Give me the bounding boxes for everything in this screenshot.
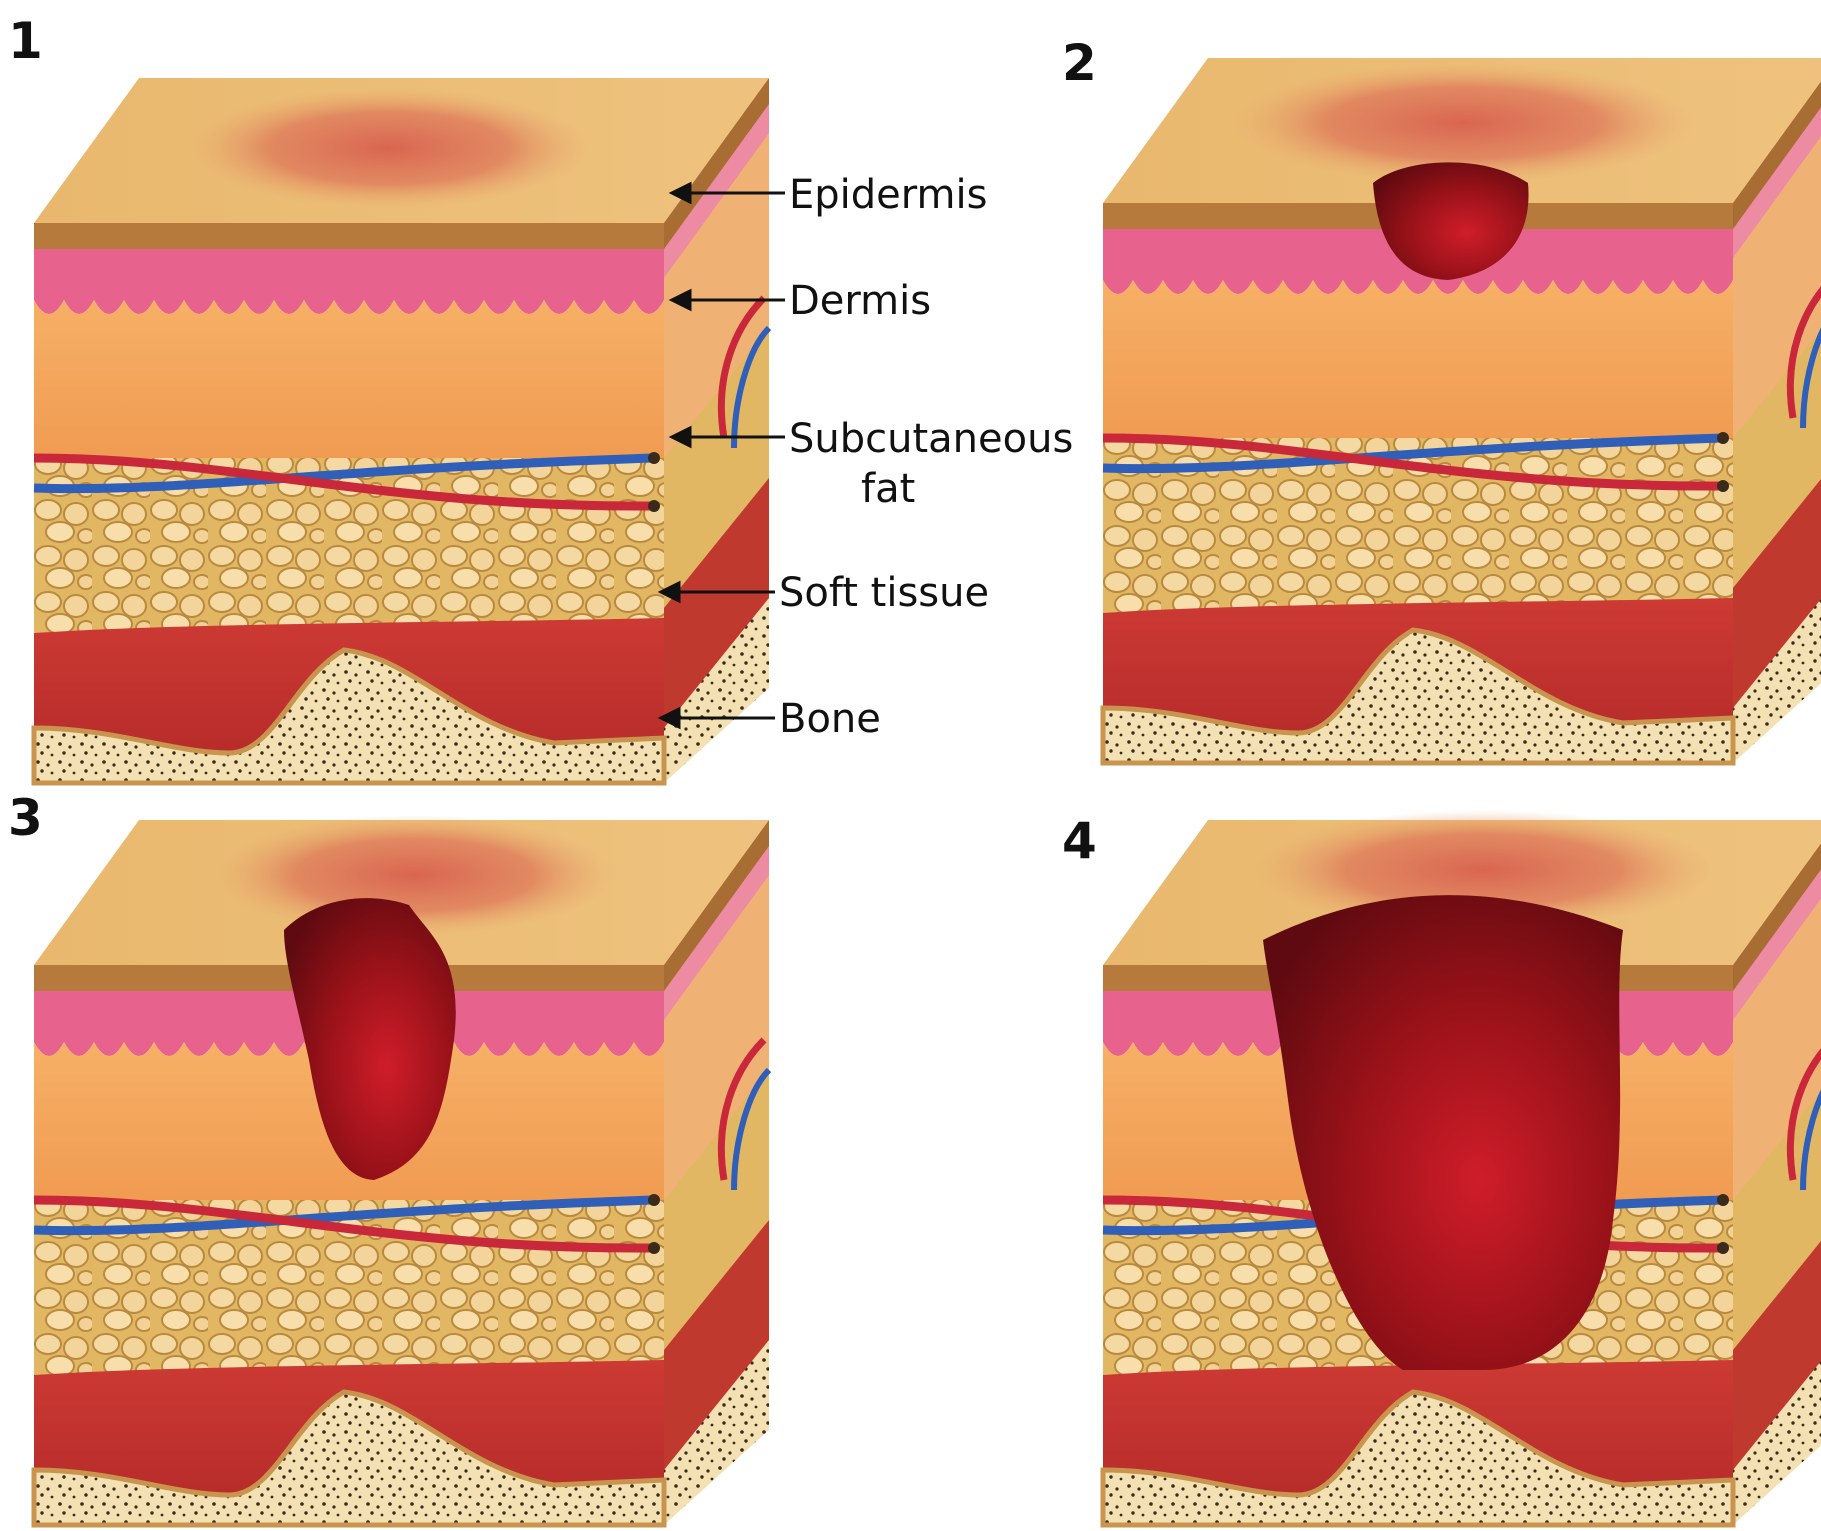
panel-number-4: 4 bbox=[1062, 812, 1097, 870]
panel-number-2: 2 bbox=[1062, 34, 1097, 92]
panel-3: 3 bbox=[8, 789, 769, 1525]
label-epidermis: Epidermis bbox=[789, 172, 987, 218]
panel-number-3: 3 bbox=[8, 789, 43, 847]
label-bone: Bone bbox=[779, 696, 881, 742]
label-fat: fat bbox=[861, 466, 915, 512]
panel-2: 2 bbox=[1062, 34, 1821, 763]
panel-number-1: 1 bbox=[8, 12, 43, 70]
label-dermis: Dermis bbox=[789, 278, 931, 324]
label-subcutaneous: Subcutaneous bbox=[789, 416, 1073, 462]
panel-1: 1 bbox=[8, 12, 769, 783]
bruise-area bbox=[189, 88, 589, 208]
label-soft-tissue: Soft tissue bbox=[779, 570, 989, 616]
panel-4: 4 bbox=[1062, 810, 1821, 1525]
